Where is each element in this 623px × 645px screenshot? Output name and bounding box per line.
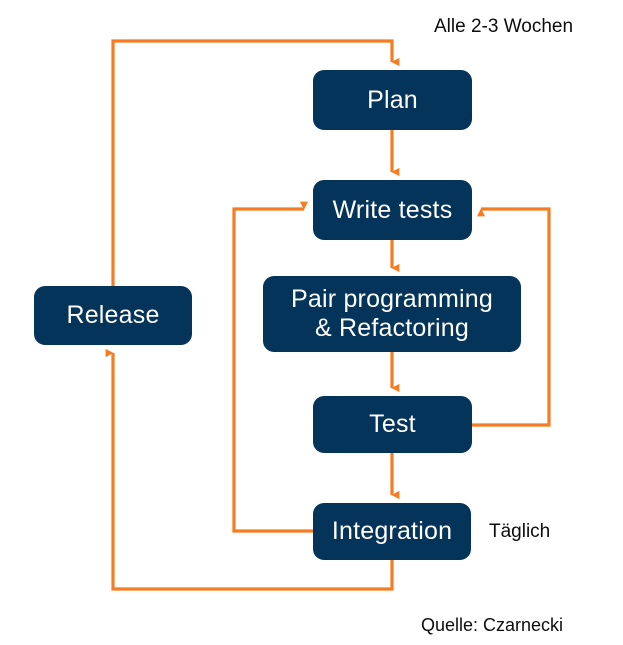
node-release[interactable]: Release bbox=[34, 286, 192, 345]
node-pair-programming-label: Pair programming & Refactoring bbox=[291, 285, 493, 342]
edge-integration-back-to-write-tests bbox=[232, 201, 313, 533]
node-test[interactable]: Test bbox=[313, 396, 472, 453]
node-plan-label: Plan bbox=[367, 85, 418, 114]
edge-release-to-plan bbox=[111, 39, 400, 286]
caption-cadence-top: Alle 2-3 Wochen bbox=[434, 16, 574, 37]
edge-test-back-to-write-tests bbox=[472, 207, 551, 427]
edge-integration-to-release bbox=[105, 348, 394, 591]
caption-source: Quelle: Czarnecki bbox=[421, 615, 564, 635]
node-release-label: Release bbox=[66, 301, 160, 330]
node-write-tests-label: Write tests bbox=[332, 195, 453, 224]
node-integration-label: Integration bbox=[331, 517, 453, 546]
node-write-tests[interactable]: Write tests bbox=[313, 180, 472, 240]
caption-cadence-daily: Täglich bbox=[489, 521, 551, 542]
node-test-label: Test bbox=[369, 410, 416, 439]
node-plan[interactable]: Plan bbox=[313, 70, 472, 130]
node-integration[interactable]: Integration bbox=[313, 503, 471, 560]
node-pair-programming[interactable]: Pair programming & Refactoring bbox=[263, 276, 521, 352]
